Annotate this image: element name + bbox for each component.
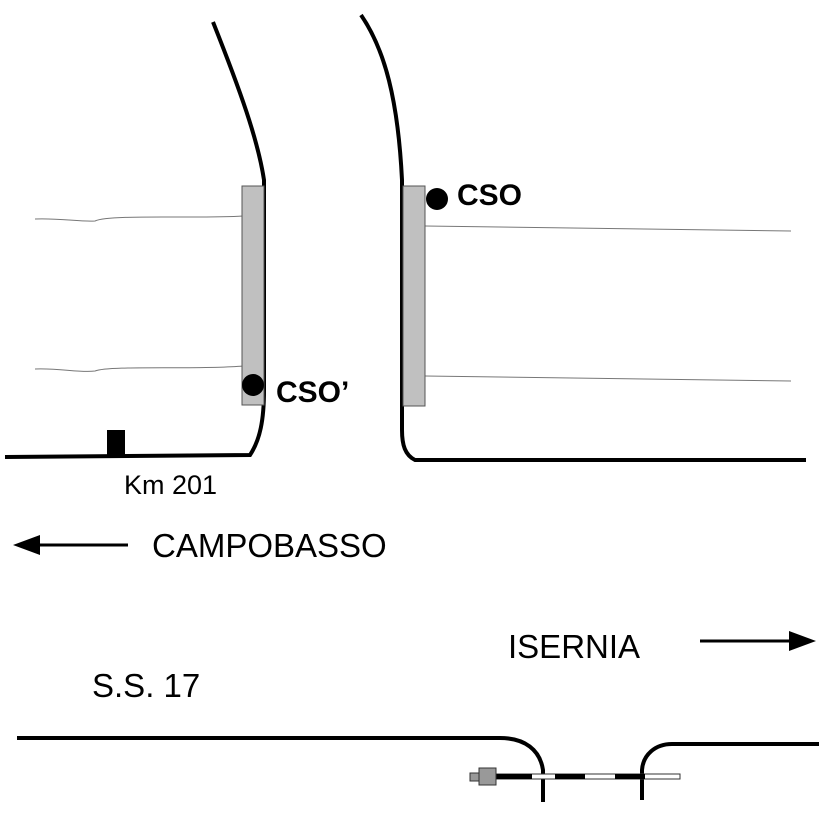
- km-post-icon: [107, 430, 125, 458]
- cso-marker: [426, 188, 448, 210]
- road-label: S.S. 17: [92, 667, 200, 704]
- thin-line-right-upper: [424, 225, 792, 232]
- thin-line-left-lower: [34, 365, 244, 372]
- left-pier: [241, 185, 265, 406]
- right-arrow-icon: [700, 631, 816, 651]
- thin-line-left-upper: [34, 215, 244, 222]
- thin-line-right-lower: [424, 375, 792, 382]
- left-bank-edge: [4, 21, 266, 459]
- right-bank-edge: [359, 13, 806, 462]
- cso-label: CSO: [457, 179, 522, 212]
- cso-prime-label: CSO’: [276, 376, 349, 409]
- bridge-abutment: [478, 767, 497, 786]
- bridge-deck-segment-2: [555, 774, 585, 779]
- isernia-label: ISERNIA: [508, 628, 640, 665]
- left-arrow-icon: [13, 535, 128, 555]
- km-label: Km 201: [124, 470, 217, 500]
- lower-road-right-edge: [640, 742, 819, 800]
- bridge-deck-segment-3: [615, 774, 645, 779]
- campobasso-label: CAMPOBASSO: [152, 527, 387, 564]
- lower-road-left-edge: [17, 736, 545, 802]
- cso-prime-marker: [242, 374, 264, 396]
- right-pier: [402, 185, 426, 407]
- bridge-deck-segment-1: [496, 774, 532, 779]
